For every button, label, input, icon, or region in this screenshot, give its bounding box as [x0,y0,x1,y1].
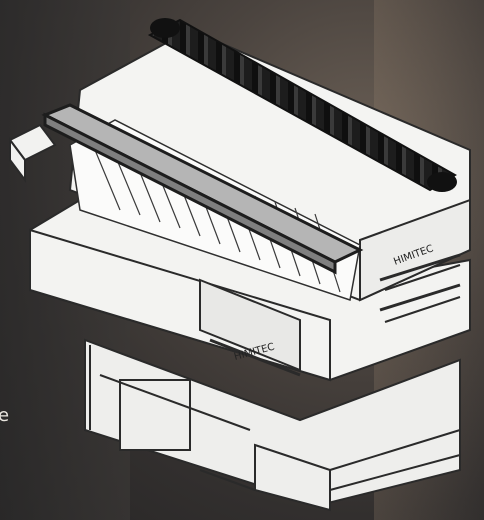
control-box [8,123,57,183]
edge-text-fragment: e [0,405,10,426]
feed-bar [41,103,364,275]
base-frame [84,338,461,512]
lower-body [29,198,471,382]
black-roller [147,18,457,192]
